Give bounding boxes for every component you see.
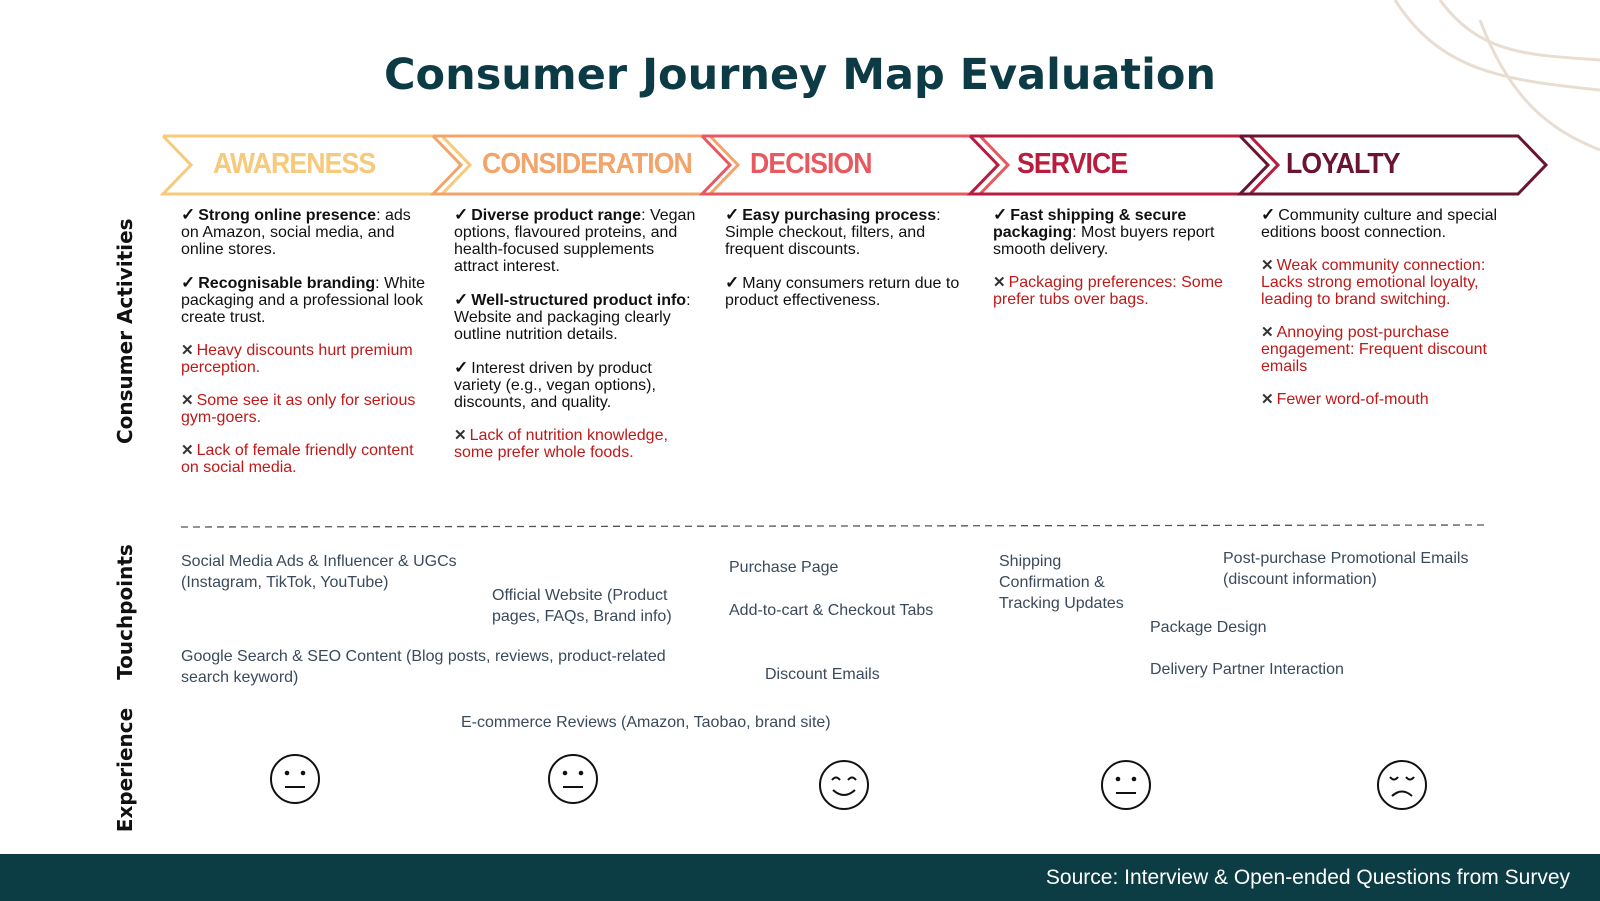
stage-arrow-loyalty	[1236, 134, 1549, 196]
point-text: Lack of nutrition knowledge, some prefer…	[454, 427, 668, 461]
activities-service: ✓Fast shipping & secure packaging: Most …	[993, 206, 1237, 324]
check-icon: ✓	[454, 205, 469, 224]
point-heading: Well-structured product info	[471, 292, 687, 309]
cross-icon: ✕	[181, 392, 194, 409]
cross-icon: ✕	[993, 274, 1006, 291]
touchpoint-cart: Add-to-cart & Checkout Tabs	[729, 602, 934, 619]
point-heading: Recognisable branding	[198, 275, 376, 292]
point-heading: Strong online presence	[198, 207, 377, 224]
negative-point: ✕Some see it as only for serious gym-goe…	[181, 392, 428, 426]
touchpoint-purchase: Purchase Page	[729, 559, 839, 576]
point-text: : White packaging and a professional loo…	[181, 275, 425, 326]
touchpoint-ecommerce: E-commerce Reviews (Amazon, Taobao, bran…	[461, 714, 831, 731]
stage-label-awareness: AWARENESS	[213, 148, 376, 180]
point-heading: Easy purchasing process	[742, 207, 937, 224]
touchpoint-package: Package Design	[1150, 619, 1267, 636]
activities-loyalty: ✓Community culture and special editions …	[1261, 206, 1505, 424]
negative-point: ✕Lack of nutrition knowledge, some prefe…	[454, 427, 700, 461]
negative-point: ✕Annoying post-purchase engagement: Freq…	[1261, 324, 1505, 375]
point-text: : Most buyers report smooth delivery.	[993, 224, 1215, 258]
point-text: : Vegan options, flavoured proteins, and…	[454, 207, 696, 275]
check-icon: ✓	[1261, 205, 1276, 224]
sad-face-icon	[1377, 760, 1427, 810]
neutral-face-icon	[548, 754, 598, 804]
point-heading: Fast shipping & secure packaging	[993, 207, 1187, 241]
cross-icon: ✕	[181, 442, 194, 459]
cross-icon: ✕	[454, 427, 467, 444]
touchpoint-google: Google Search & SEO Content (Blog posts,…	[181, 648, 666, 686]
stage-label-service: SERVICE	[1017, 148, 1128, 180]
point-text: Lack of female friendly content on socia…	[181, 442, 414, 476]
check-icon: ✓	[181, 205, 196, 224]
check-icon: ✓	[993, 205, 1008, 224]
positive-point: ✓Strong online presence: ads on Amazon, …	[181, 206, 428, 258]
touchpoint-shipping: Shipping Confirmation & Tracking Updates	[999, 553, 1124, 612]
point-text: Heavy discounts hurt premium perception.	[181, 342, 413, 376]
touchpoint-discount: Discount Emails	[765, 666, 880, 683]
neutral-face-icon	[270, 754, 320, 804]
point-heading: Diverse product range	[471, 207, 642, 224]
stage-label-loyalty: LOYALTY	[1286, 148, 1401, 180]
positive-point: ✓Recognisable branding: White packaging …	[181, 274, 428, 326]
activities-consideration: ✓Diverse product range: Vegan options, f…	[454, 206, 700, 477]
page-title: Consumer Journey Map Evaluation	[384, 50, 1216, 100]
touchpoint-website: Official Website (Product pages, FAQs, B…	[492, 587, 672, 625]
check-icon: ✓	[725, 205, 740, 224]
cross-icon: ✕	[1261, 257, 1274, 274]
positive-point: ✓Interest driven by product variety (e.g…	[454, 359, 700, 411]
positive-point: ✓Fast shipping & secure packaging: Most …	[993, 206, 1237, 258]
check-icon: ✓	[181, 273, 196, 292]
check-icon: ✓	[725, 273, 740, 292]
touchpoint-social: Social Media Ads & Influencer & UGCs (In…	[181, 553, 457, 591]
positive-point: ✓Diverse product range: Vegan options, f…	[454, 206, 700, 275]
stage-label-decision: DECISION	[750, 148, 873, 180]
activities-awareness: ✓Strong online presence: ads on Amazon, …	[181, 206, 428, 492]
negative-point: ✕Weak community connection: Lacks strong…	[1261, 257, 1505, 308]
footer-bar: Source: Interview & Open-ended Questions…	[0, 854, 1600, 901]
positive-point: ✓Community culture and special editions …	[1261, 206, 1505, 241]
point-text: Packaging preferences: Some prefer tubs …	[993, 274, 1223, 308]
stage-label-consideration: CONSIDERATION	[482, 148, 693, 180]
negative-point: ✕Packaging preferences: Some prefer tubs…	[993, 274, 1237, 308]
point-text: : Website and packaging clearly outline …	[454, 292, 691, 343]
point-text: Annoying post-purchase engagement: Frequ…	[1261, 324, 1487, 375]
cross-icon: ✕	[181, 342, 194, 359]
activities-decision: ✓Easy purchasing process: Simple checkou…	[725, 206, 967, 325]
check-icon: ✓	[454, 290, 469, 309]
positive-point: ✓Easy purchasing process: Simple checkou…	[725, 206, 967, 258]
point-text: : Simple checkout, filters, and frequent…	[725, 207, 941, 258]
point-text: Weak community connection: Lacks strong …	[1261, 257, 1486, 308]
touchpoint-delivery: Delivery Partner Interaction	[1150, 661, 1344, 678]
footer-source: Source: Interview & Open-ended Questions…	[1045, 866, 1570, 889]
negative-point: ✕Fewer word-of-mouth	[1261, 391, 1505, 408]
point-text: Some see it as only for serious gym-goer…	[181, 392, 416, 426]
negative-point: ✕Heavy discounts hurt premium perception…	[181, 342, 428, 376]
happy-face-icon	[819, 760, 869, 810]
point-text: Fewer word-of-mouth	[1276, 391, 1429, 408]
point-text: Interest driven by product variety (e.g.…	[454, 360, 656, 411]
neutral-face-icon	[1101, 760, 1151, 810]
touchpoint-postpurchase: Post-purchase Promotional Emails (discou…	[1223, 550, 1469, 588]
point-text: : ads on Amazon, social media, and onlin…	[181, 207, 411, 258]
point-text: Many consumers return due to product eff…	[725, 275, 960, 309]
check-icon: ✓	[454, 358, 469, 377]
positive-point: ✓Many consumers return due to product ef…	[725, 274, 967, 309]
cross-icon: ✕	[1261, 391, 1274, 408]
point-text: Community culture and special editions b…	[1261, 207, 1498, 241]
cross-icon: ✕	[1261, 324, 1274, 341]
negative-point: ✕Lack of female friendly content on soci…	[181, 442, 428, 476]
positive-point: ✓Well-structured product info: Website a…	[454, 291, 700, 343]
